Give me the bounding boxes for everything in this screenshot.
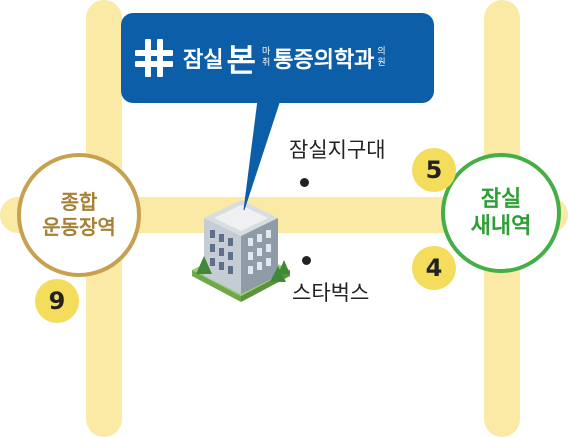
marker-dot-district-office — [300, 178, 309, 187]
clinic-name-tail-top: 의 — [377, 47, 386, 57]
clinic-name-big: 본 — [226, 41, 256, 79]
clinic-name-small-bottom: 취 — [261, 58, 271, 68]
station-sports-complex: 종합 운동장역 — [17, 153, 141, 277]
clinic-name-part1: 잠실 — [183, 48, 224, 73]
building-icon — [192, 200, 290, 302]
exit-badge-4: 4 — [412, 246, 456, 290]
label-district-office: 잠실지구대 — [289, 138, 386, 162]
station-jamsil-saenae: 잠실 새내역 — [441, 153, 561, 273]
clinic-name-tail-bottom: 원 — [377, 58, 386, 68]
clinic-cross-logo-icon — [135, 39, 173, 77]
marker-dot-starbucks — [302, 256, 311, 265]
exit-badge-9: 9 — [35, 279, 79, 323]
label-starbucks: 스타벅스 — [292, 281, 370, 305]
station-left-line1: 종합 — [60, 190, 98, 214]
clinic-name-part2: 통증의학과 — [273, 48, 375, 73]
exit-badge-5: 5 — [412, 148, 456, 192]
clinic-name-small: 마 취 — [262, 47, 270, 69]
clinic-name: 잠실 본 마 취 통증의학과 의 원 — [183, 13, 386, 103]
clinic-callout: 잠실 본 마 취 통증의학과 의 원 — [121, 13, 434, 103]
station-right-line2: 새내역 — [470, 214, 532, 239]
station-left-line2: 운동장역 — [42, 215, 116, 239]
clinic-name-small-top: 마 — [261, 47, 271, 57]
station-right-line1: 잠실 — [480, 186, 522, 212]
clinic-name-tail: 의 원 — [377, 47, 385, 69]
